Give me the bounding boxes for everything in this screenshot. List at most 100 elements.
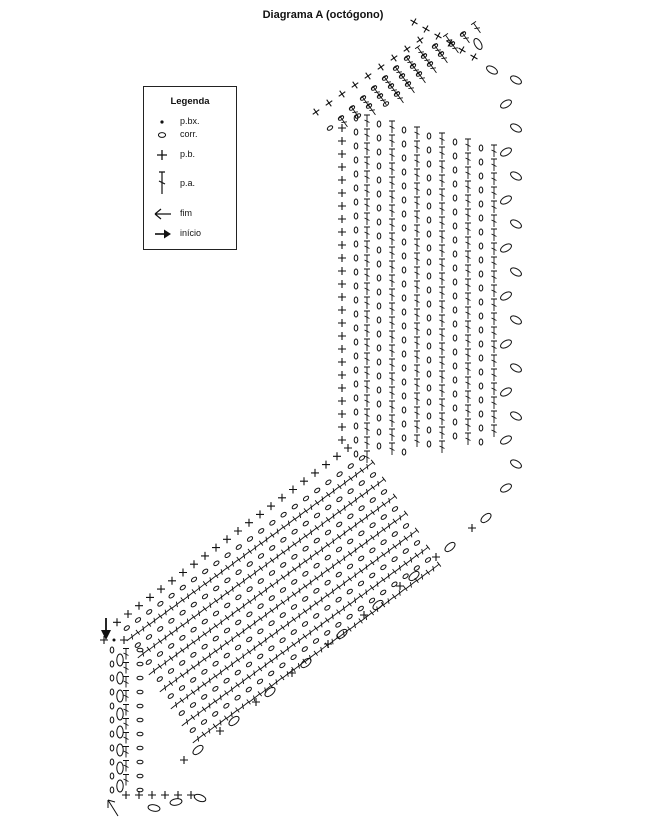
double-crochet-mark (170, 672, 185, 685)
chain-mark (478, 424, 484, 432)
chain-mark (190, 601, 197, 608)
chain-mark (302, 520, 309, 527)
picot-mark (147, 804, 161, 812)
picot-mark (486, 65, 498, 75)
double-crochet-mark (215, 640, 230, 652)
chain-mark (353, 436, 359, 444)
chain-mark (212, 660, 219, 667)
double-crochet-mark (338, 525, 353, 538)
chain-mark (353, 338, 359, 346)
chain-mark (136, 717, 144, 723)
chain-mark (357, 605, 364, 612)
double-crochet-mark (137, 646, 152, 659)
chain-mark (353, 156, 359, 164)
double-crochet-mark (371, 576, 386, 589)
slip-stitch-icon (160, 120, 164, 124)
double-crochet-mark (414, 126, 420, 139)
chain-mark (401, 224, 407, 232)
single-crochet-mark (201, 551, 209, 560)
picot-mark (372, 599, 384, 611)
double-crochet-mark (389, 288, 395, 301)
chain-mark (478, 298, 484, 306)
single-crochet-mark (338, 280, 346, 288)
chain-mark (269, 545, 276, 551)
double-crochet-mark (182, 589, 197, 601)
chain-mark (335, 621, 342, 628)
double-crochet-mark (364, 324, 370, 337)
double-crochet-mark (465, 348, 471, 361)
double-crochet-mark (249, 540, 264, 553)
double-crochet-mark (465, 222, 471, 235)
double-crochet-mark (465, 180, 471, 193)
double-crochet-mark (465, 306, 471, 319)
double-crochet-mark (226, 632, 241, 644)
chain-mark (376, 120, 382, 128)
chain-mark (369, 472, 377, 478)
double-crochet-mark (439, 258, 445, 271)
chain-mark (401, 280, 407, 288)
double-crochet-mark (293, 658, 307, 671)
double-crochet-mark (271, 549, 286, 562)
chain-mark (369, 572, 376, 579)
double-crochet-mark (389, 428, 395, 441)
picot-mark (480, 512, 492, 524)
chain-mark (245, 661, 253, 668)
double-crochet-mark (491, 424, 497, 437)
single-crochet-mark (338, 241, 346, 249)
chain-mark (353, 142, 359, 150)
chain-mark (353, 212, 359, 220)
single-crochet-mark (122, 791, 130, 799)
chain-mark (353, 422, 359, 430)
picot-mark (193, 793, 207, 803)
legend-label: início (180, 228, 202, 238)
chain-mark (279, 637, 286, 644)
chain-mark (376, 190, 382, 198)
double-crochet-mark (316, 592, 330, 604)
double-crochet-mark (465, 166, 471, 179)
single-crochet-mark (338, 384, 346, 392)
picot-mark (116, 707, 124, 721)
picot-mark (500, 291, 512, 301)
chain-mark (235, 619, 242, 626)
chain-mark (478, 284, 484, 292)
double-crochet-mark (148, 638, 163, 651)
chain-mark (478, 214, 484, 222)
double-crochet-mark (365, 102, 376, 116)
chain-mark (401, 406, 407, 414)
picot-mark (500, 339, 512, 349)
chain-mark (268, 620, 275, 627)
double-crochet-mark (159, 630, 174, 643)
double-crochet-mark (193, 631, 207, 643)
double-crochet-mark (304, 625, 319, 638)
double-crochet-mark (439, 384, 445, 397)
single-crochet-mark (364, 72, 372, 80)
double-crochet-mark (160, 605, 174, 617)
single-crochet-mark (338, 215, 346, 223)
double-crochet-mark (216, 564, 230, 577)
chain-mark (402, 573, 409, 580)
chain-mark (109, 702, 115, 710)
chain-mark (347, 463, 354, 469)
double-crochet-mark (192, 731, 207, 744)
chain-mark (376, 428, 382, 436)
double-crochet-mark (427, 561, 442, 574)
chain-mark (109, 786, 115, 794)
chain-mark (201, 643, 208, 650)
single-crochet-mark (434, 32, 442, 40)
chain-mark (245, 686, 252, 693)
double-crochet-mark (148, 613, 163, 626)
double-crochet-mark (491, 144, 497, 157)
chain-mark (376, 302, 382, 310)
chain-mark (146, 609, 153, 615)
double-crochet-mark (465, 236, 471, 249)
double-crochet-mark (414, 210, 420, 223)
single-crochet-mark (322, 460, 330, 469)
double-crochet-mark (491, 158, 497, 171)
double-crochet-mark (459, 30, 470, 44)
single-crochet-mark (338, 189, 346, 197)
double-crochet-mark (123, 732, 129, 744)
single-crochet-mark (396, 582, 404, 590)
double-crochet-mark (226, 707, 240, 719)
chain-mark (168, 617, 175, 624)
chain-mark (301, 621, 309, 627)
